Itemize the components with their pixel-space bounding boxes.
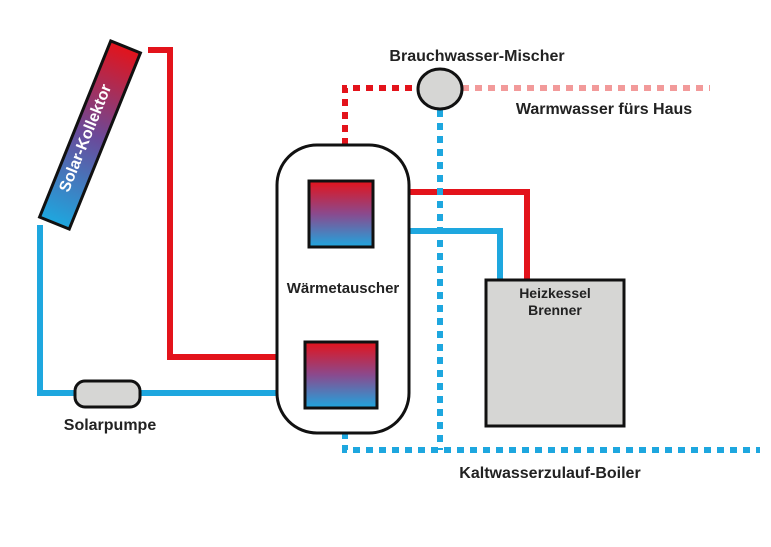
cold-water-inlet-pipe [342, 432, 760, 453]
solar-pump [73, 379, 142, 409]
boiler-label-line2: Brenner [528, 302, 582, 318]
mixer-label: Brauchwasser-Mischer [389, 48, 564, 65]
heat-exchanger-label: Wärmetauscher [287, 280, 400, 297]
water-mixer [416, 67, 464, 111]
warm-water-supply-pipe [342, 85, 418, 145]
cold-water-label: Kaltwasserzulauf-Boiler [459, 465, 640, 482]
upper-heat-exchanger-coil [307, 179, 375, 249]
boiler-hot-pipe [373, 189, 530, 280]
warm-water-label: Warmwasser fürs Haus [516, 101, 692, 118]
boiler-cold-pipe [373, 228, 503, 280]
solar-hot-pipe [148, 47, 305, 360]
boiler-label-line1: Heizkessel [519, 285, 591, 301]
boiler [484, 278, 626, 428]
solar-collector [37, 38, 143, 232]
solar-pump-label: Solarpumpe [64, 417, 157, 434]
lower-heat-exchanger-coil [303, 340, 379, 410]
